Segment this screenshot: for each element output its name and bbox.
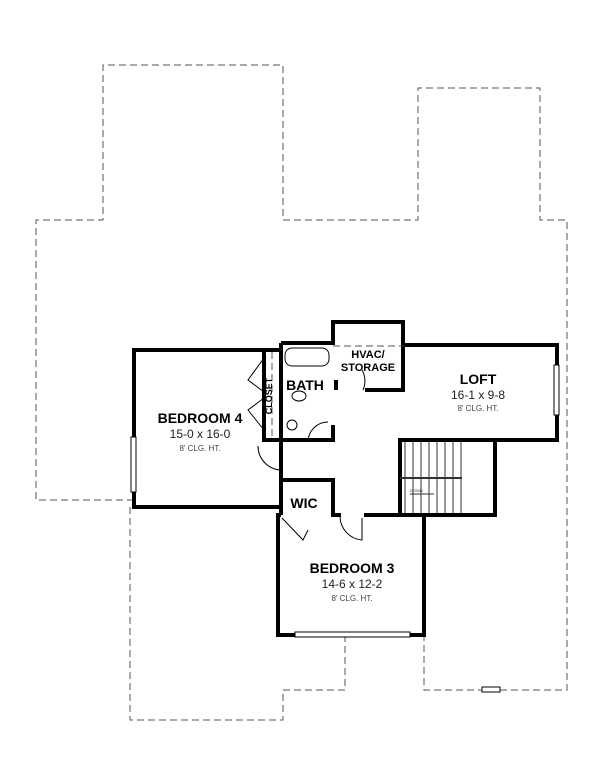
door-swing bbox=[307, 421, 329, 443]
bathtub bbox=[284, 347, 330, 367]
hvac-label-1: HVAC/ bbox=[351, 349, 384, 361]
bedroom3-size: 14-6 x 12-2 bbox=[322, 577, 383, 591]
hvac-label-2: STORAGE bbox=[341, 362, 395, 374]
roof-outline-lower-left bbox=[129, 507, 346, 721]
vent bbox=[481, 686, 501, 693]
toilet bbox=[291, 390, 307, 402]
wic-door bbox=[281, 517, 309, 541]
sink bbox=[286, 419, 298, 431]
roof-outline bbox=[35, 64, 568, 691]
loft-size: 16-1 x 9-8 bbox=[451, 388, 505, 402]
door-swing bbox=[339, 515, 363, 541]
bedroom3-name: BEDROOM 3 bbox=[310, 560, 395, 576]
staircase[interactable] bbox=[400, 442, 462, 513]
bedroom4-size: 15-0 x 16-0 bbox=[170, 427, 231, 441]
loft-ceiling: 8' CLG. HT. bbox=[457, 404, 498, 413]
door-swing bbox=[361, 369, 366, 391]
bedroom3-ceiling: 8' CLG. HT. bbox=[331, 594, 372, 603]
wic-name: WIC bbox=[290, 495, 317, 511]
closet-doors bbox=[247, 357, 265, 431]
stairs-down-label: DOWN bbox=[410, 488, 423, 493]
bath-name: BATH bbox=[286, 377, 324, 393]
door-swing bbox=[257, 445, 282, 471]
loft-name: LOFT bbox=[460, 371, 497, 387]
windows bbox=[130, 364, 560, 638]
closet-name: CLOSET bbox=[264, 377, 274, 414]
bedroom4-name: BEDROOM 4 bbox=[158, 410, 243, 426]
bedroom4-ceiling: 8' CLG. HT. bbox=[179, 444, 220, 453]
